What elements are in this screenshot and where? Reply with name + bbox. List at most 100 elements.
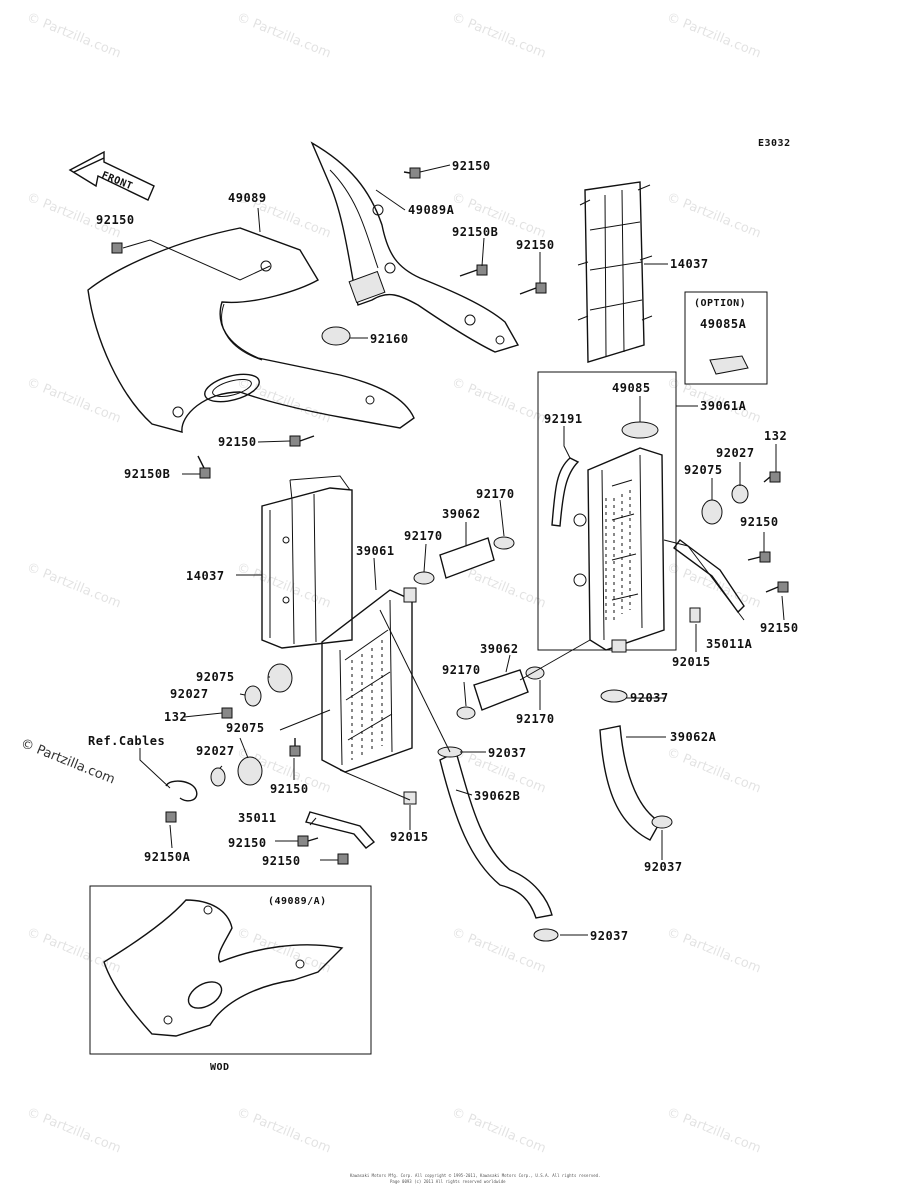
inset-shroud-drawing [103,899,344,1037]
cap-49085A-drawing [709,355,749,375]
bolt-icon [111,242,123,254]
part-label-39062[interactable]: 39062 [480,642,519,656]
footer-line-2: Page 0093 (c) 2011 All rights reserved w… [390,1179,506,1184]
part-label-14037[interactable]: 14037 [186,569,225,583]
grommet-92160-drawing [321,326,351,346]
part-label-92037[interactable]: 92037 [644,860,683,874]
part-label-92037[interactable]: 92037 [630,691,669,705]
part-label-92170[interactable]: 92170 [516,712,555,726]
part-label-132[interactable]: 132 [764,429,788,443]
footer-line-1: Kawasaki Motors Mfg. Corp. All copyright… [350,1173,601,1178]
bolt-icon [337,853,349,865]
collar-icon [731,484,749,504]
part-label-92037[interactable]: 92037 [590,929,629,943]
part-label-39061[interactable]: 39061 [356,544,395,558]
bolt-icon [289,738,301,757]
hose-39062A-drawing [599,725,661,841]
ref-cables-label: Ref.Cables [88,734,166,748]
part-label-92150[interactable]: 92150 [228,836,267,850]
part-label-92015[interactable]: 92015 [672,655,711,669]
part-label-92075[interactable]: 92075 [226,721,265,735]
radiator-39061-drawing [321,587,417,773]
clamp-icon [413,571,435,585]
part-label-92170[interactable]: 92170 [442,663,481,677]
shroud-49089-drawing [87,227,415,433]
bolt-icon [747,551,771,563]
part-label-39062B[interactable]: 39062B [474,789,521,803]
part-label-92150[interactable]: 92150 [516,238,555,252]
part-label-92150B[interactable]: 92150B [124,467,171,481]
guard-14037-left-drawing [261,475,353,649]
bolt-icon [289,435,315,447]
diagram-code: E3032 [758,138,791,149]
hose-39062-lower-drawing [473,669,529,711]
part-label-92027[interactable]: 92027 [716,446,755,460]
bolt-icon [197,455,211,479]
bolt-icon [459,264,488,277]
radiator-39061A-drawing [573,421,665,653]
hose-39062B-drawing [439,750,553,919]
part-label-35011A[interactable]: 35011A [706,637,753,651]
part-label-39062A[interactable]: 39062A [670,730,717,744]
part-label-49089[interactable]: 49089 [228,191,267,205]
part-label-92170[interactable]: 92170 [404,529,443,543]
collar-icon [244,685,262,707]
bolt-icon [403,167,421,179]
cable-clip-drawing [165,780,198,802]
part-label-49085[interactable]: 49085 [612,381,651,395]
option-box-title: (OPTION) [694,298,747,309]
clamp-icon [533,928,559,942]
bracket-35011A-drawing [673,539,745,614]
part-label-92150[interactable]: 92150 [740,515,779,529]
collar-icon [210,767,226,787]
part-label-92150[interactable]: 92150 [452,159,491,173]
hose-92191-drawing [551,457,580,527]
front-arrow-icon [68,150,155,201]
part-label-92160[interactable]: 92160 [370,332,409,346]
part-label-35011[interactable]: 35011 [238,811,277,825]
part-label-132[interactable]: 132 [164,710,188,724]
part-label-92027[interactable]: 92027 [196,744,235,758]
hose-39062-upper-drawing [439,537,495,579]
part-label-92150[interactable]: 92150 [270,782,309,796]
part-label-92075[interactable]: 92075 [684,463,723,477]
bolt-icon [297,835,319,847]
part-label-92027[interactable]: 92027 [170,687,209,701]
nut-92015-icon [403,791,417,805]
part-label-14037[interactable]: 14037 [670,257,709,271]
part-label-39061A[interactable]: 39061A [700,399,747,413]
part-label-92191[interactable]: 92191 [544,412,583,426]
part-label-92150[interactable]: 92150 [262,854,301,868]
clamp-icon [651,815,673,829]
part-label-92037[interactable]: 92037 [488,746,527,760]
clamp-icon [493,536,515,550]
part-label-39062[interactable]: 39062 [442,507,481,521]
part-label-49085A[interactable]: 49085A [700,317,747,331]
grommet-icon [237,756,263,786]
clamp-icon [525,666,545,680]
part-label-92150[interactable]: 92150 [218,435,257,449]
shroud-49089A-drawing [310,141,520,353]
part-label-92170[interactable]: 92170 [476,487,515,501]
clamp-icon [600,689,628,703]
part-label-49089A[interactable]: 49089A [408,203,455,217]
part-label-92075[interactable]: 92075 [196,670,235,684]
part-label-92015[interactable]: 92015 [390,830,429,844]
nut-92015-icon [689,607,701,623]
part-label-92150[interactable]: 92150 [760,621,799,635]
grommet-icon [701,499,723,525]
bolt-icon [221,707,233,719]
bolt-icon [165,811,177,823]
inset-box-frame [89,885,372,1055]
bracket-35011-drawing [305,811,376,849]
part-label-92150B[interactable]: 92150B [452,225,499,239]
part-label-92150A[interactable]: 92150A [144,850,191,864]
clamp-icon [456,706,476,720]
inset-box-title: (49089/A) [268,896,327,907]
part-label-92150[interactable]: 92150 [96,213,135,227]
bolt-icon [519,282,547,295]
inset-box-caption: WOD [210,1062,230,1073]
bolt-icon [765,581,789,593]
